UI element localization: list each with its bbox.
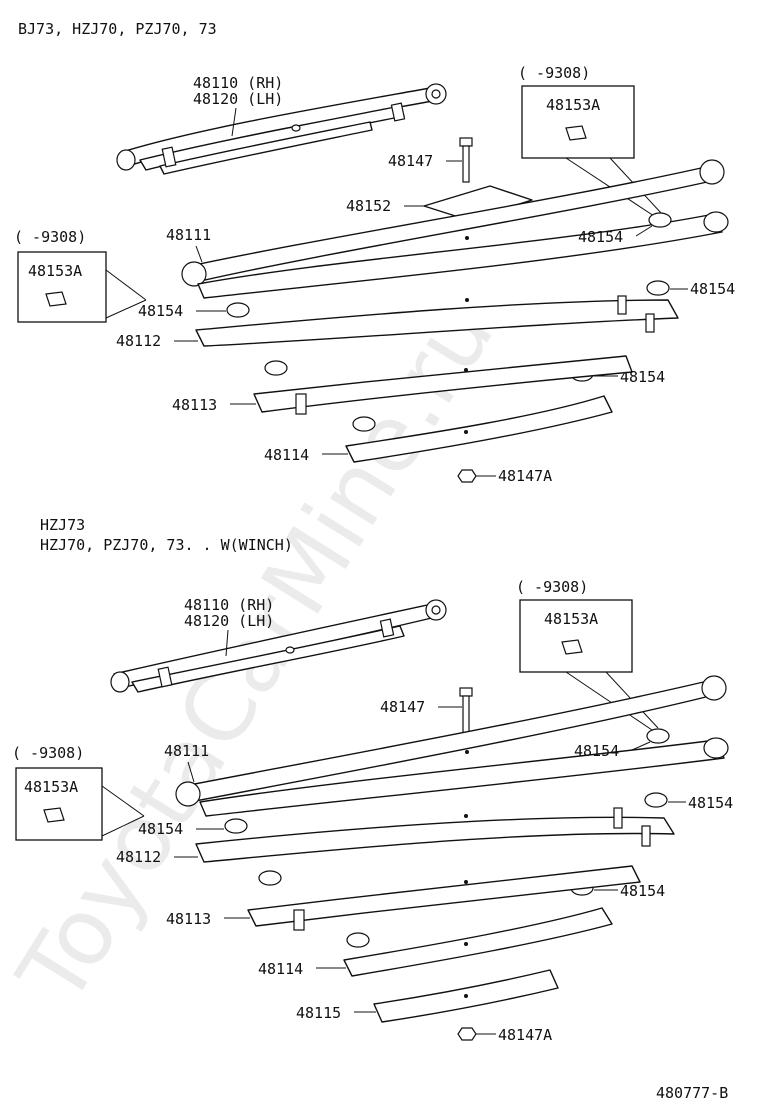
leaf-2-main-illustration-2 (199, 737, 729, 818)
inset-right-part-label: 48153A (546, 96, 600, 114)
section-1-header: BJ73, HZJ70, PZJ70, 73 (18, 20, 217, 38)
plate-illustration (423, 185, 533, 221)
section-1: BJ73, HZJ70, PZJ70, 73 48110 (RH) 48120 … (14, 20, 735, 485)
section-2-header-line-1: HZJ73 (40, 516, 85, 534)
bolt-illustration-2 (459, 687, 473, 735)
leaf-3-2-label: 48113 (166, 910, 211, 928)
pad-upper-2 (646, 728, 670, 744)
spring-assembly-2-label-rh: 48110 (RH) (184, 596, 274, 614)
leaf-2-2-label: 48112 (116, 848, 161, 866)
leaf-1-2-label: 48111 (164, 742, 209, 760)
nut-label: 48147A (498, 467, 552, 485)
leaf-5-label: 48115 (296, 1004, 341, 1022)
section-2-header-line-2: HZJ70, PZJ70, 73. . W(WINCH) (40, 536, 293, 554)
nut-illustration-2 (457, 1027, 477, 1041)
inset-right-box (521, 85, 635, 159)
leaf-2-label: 48112 (116, 332, 161, 350)
inset-right-2-part-label: 48153A (544, 610, 598, 628)
pad-lower-2-label: 48154 (620, 882, 665, 900)
bolt-label: 48147 (388, 152, 433, 170)
spring-assembly-label-rh: 48110 (RH) (193, 74, 283, 92)
inset-left-part-label: 48153A (28, 262, 82, 280)
spring-assembly-2-label-lh: 48120 (LH) (184, 612, 274, 630)
leaf-3-illustration-2 (247, 865, 641, 931)
inset-left-box (17, 251, 107, 323)
inset-right-date: ( -9308) (518, 64, 590, 82)
leaf-1-illustration (181, 159, 725, 287)
leaf-2-illustration-2 (195, 807, 675, 863)
leaf-4-illustration (345, 395, 613, 463)
pad-left-2-label: 48154 (138, 820, 183, 838)
bolt-2-label: 48147 (380, 698, 425, 716)
bolt-illustration (459, 137, 473, 183)
inset-right-2-box (519, 599, 633, 673)
leaf-1-illustration-2 (175, 675, 727, 807)
pad-right-2 (644, 792, 668, 808)
inset-left-2-box (15, 767, 103, 841)
figure-number: 480777-B (656, 1084, 728, 1102)
pad-left-label: 48154 (138, 302, 183, 320)
spring-assembly-illustration-2 (110, 599, 447, 693)
inset-left-2-part-label: 48153A (24, 778, 78, 796)
pad-upper (648, 212, 672, 228)
leaf-1-label: 48111 (166, 226, 211, 244)
section-2: HZJ73 HZJ70, PZJ70, 73. . W(WINCH) 48110… (12, 516, 733, 1044)
leaf-4-2-label: 48114 (258, 960, 303, 978)
leaf-2-main-illustration (197, 211, 729, 302)
leaf-3-label: 48113 (172, 396, 217, 414)
pad-upper-label: 48154 (578, 228, 623, 246)
leaf-2-illustration (195, 295, 679, 347)
nut-illustration (457, 469, 477, 483)
pad-right-2-label: 48154 (688, 794, 733, 812)
inset-left-date: ( -9308) (14, 228, 86, 246)
pad-right (646, 280, 670, 296)
pad-upper-2-label: 48154 (574, 742, 619, 760)
spring-assembly-label-lh: 48120 (LH) (193, 90, 283, 108)
leaf-4-label: 48114 (264, 446, 309, 464)
inset-right-2-date: ( -9308) (516, 578, 588, 596)
plate-label: 48152 (346, 197, 391, 215)
pad-left (226, 302, 250, 318)
leaf-4-illustration-2 (343, 907, 613, 977)
leaf-5-illustration (373, 969, 559, 1023)
pad-right-label: 48154 (690, 280, 735, 298)
leaf-3-illustration (253, 355, 633, 415)
nut-2-label: 48147A (498, 1026, 552, 1044)
spring-assembly-illustration (116, 83, 447, 175)
inset-left-2-date: ( -9308) (12, 744, 84, 762)
pad-left-2 (224, 818, 248, 834)
